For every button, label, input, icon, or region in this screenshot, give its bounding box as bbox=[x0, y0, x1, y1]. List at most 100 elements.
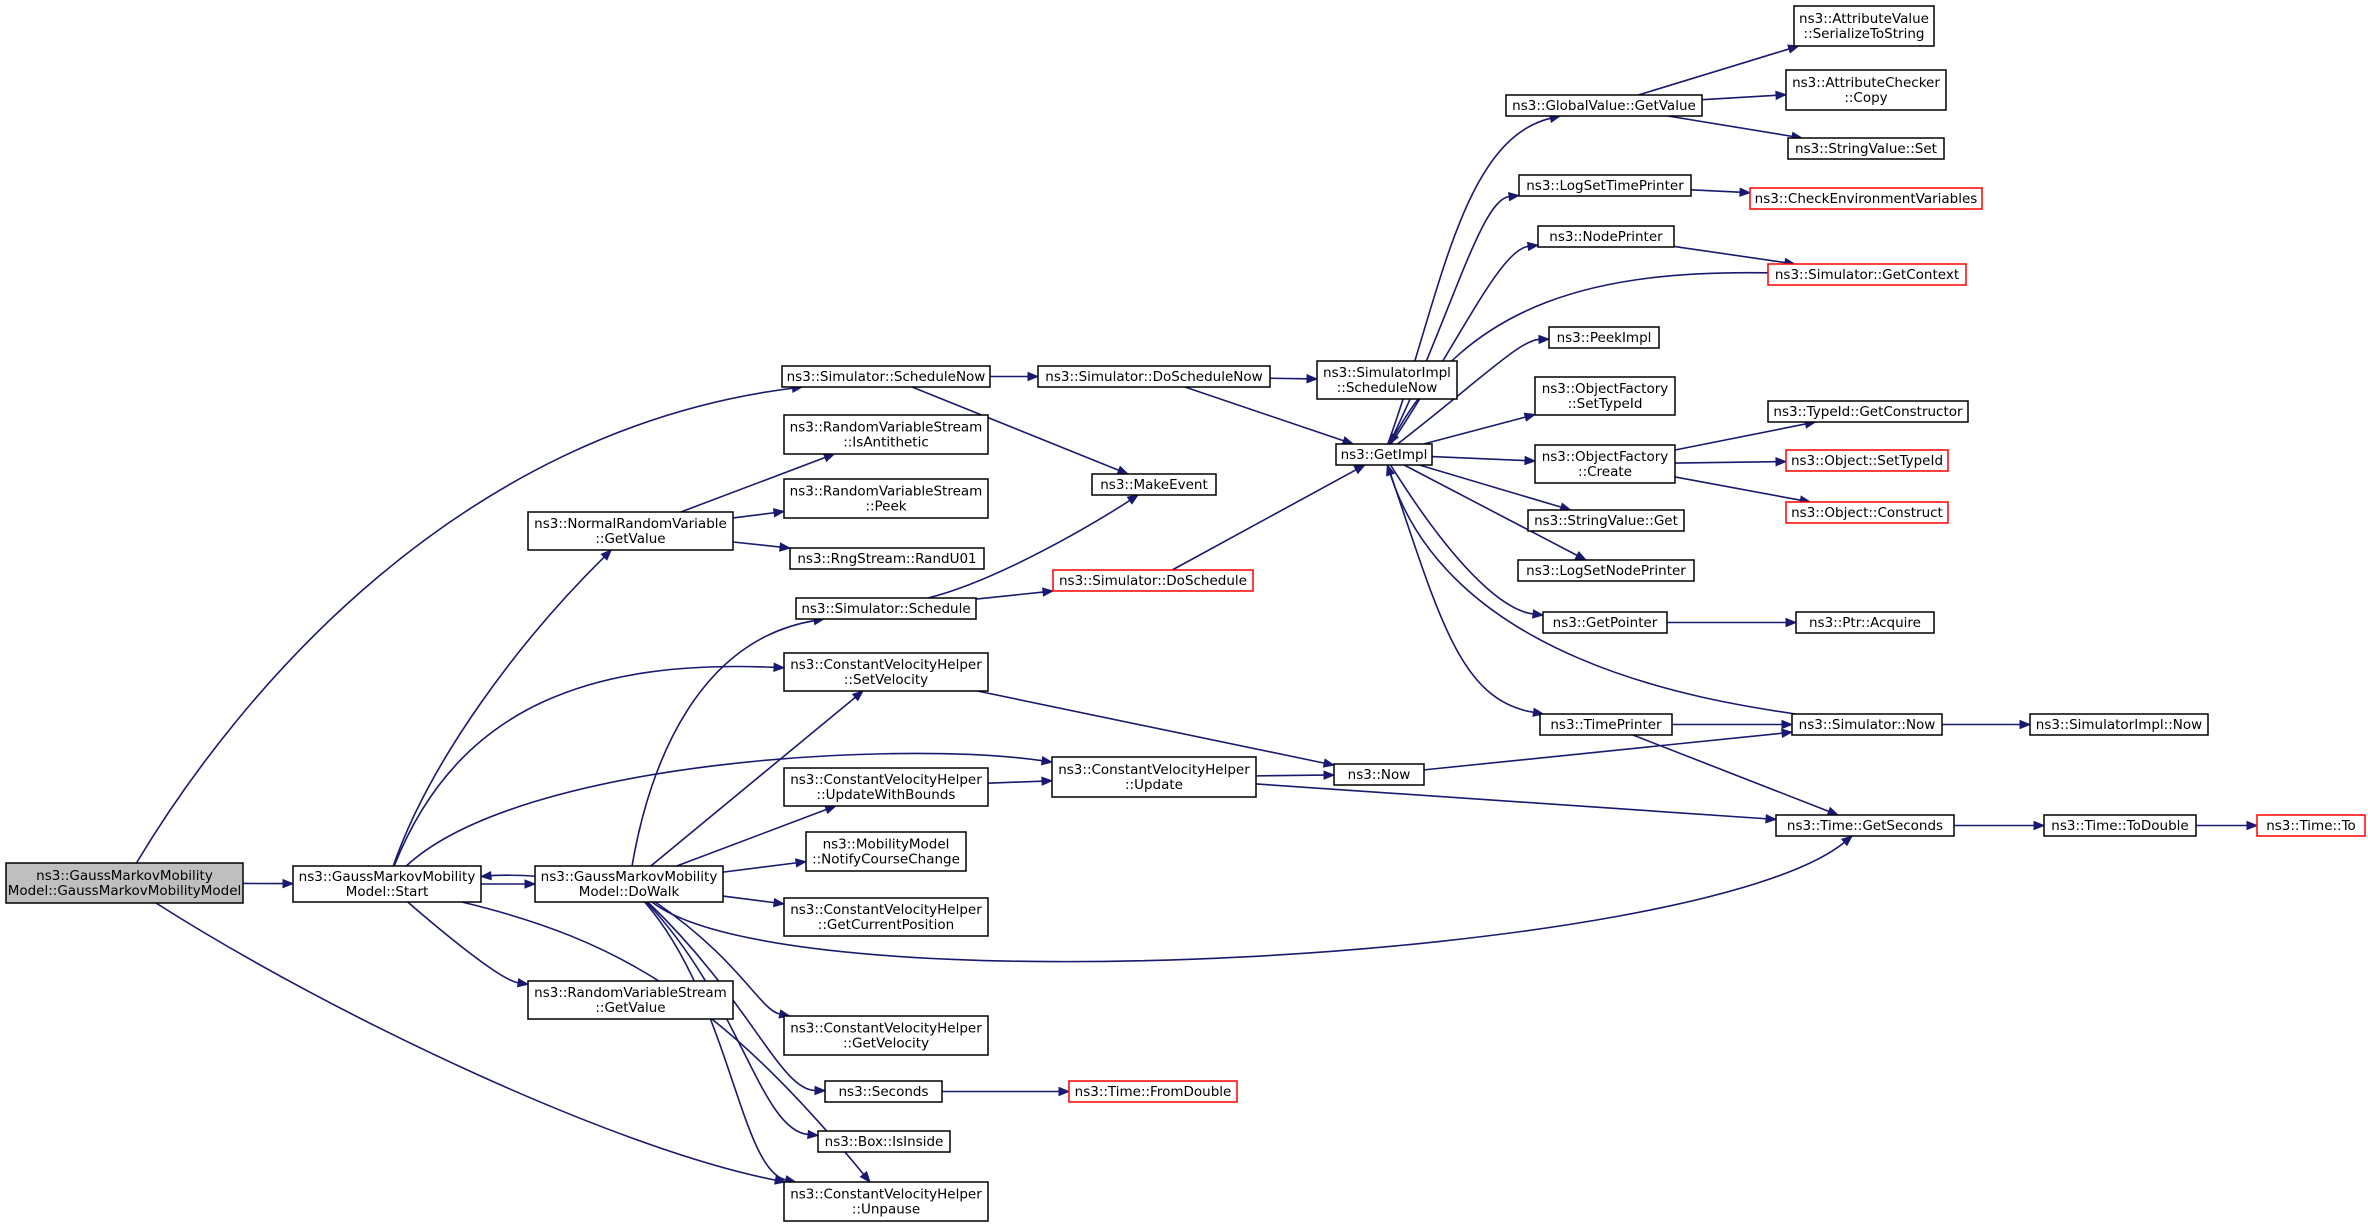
function-node-peekimpl[interactable]: ns3::PeekImpl bbox=[1548, 326, 1660, 349]
node-label: ns3::NodePrinter bbox=[1549, 229, 1663, 245]
function-node-getpointer[interactable]: ns3::GetPointer bbox=[1542, 611, 1668, 634]
node-label: ::SetTypeId bbox=[1568, 396, 1643, 412]
call-edge-getimpl-to-getpointer bbox=[1389, 464, 1545, 619]
call-edge-of_create-to-obj_settypeid bbox=[1674, 456, 1788, 467]
function-node-time_fromdouble[interactable]: ns3::Time::FromDouble bbox=[1068, 1080, 1238, 1103]
function-node-cvh_getpos[interactable]: ns3::ConstantVelocityHelper::GetCurrentP… bbox=[783, 897, 989, 937]
node-label: ns3::ConstantVelocityHelper bbox=[790, 1021, 982, 1037]
call-edge-dowalk-to-cvh_setvel bbox=[650, 690, 865, 867]
node-label: ::Copy bbox=[1844, 90, 1887, 106]
function-node-box_isinside[interactable]: ns3::Box::IsInside bbox=[817, 1130, 951, 1153]
arrowhead-icon bbox=[1040, 755, 1054, 766]
function-node-of_settypeid[interactable]: ns3::ObjectFactory::SetTypeId bbox=[1534, 376, 1676, 416]
function-node-sched_now[interactable]: ns3::Simulator::ScheduleNow bbox=[781, 365, 991, 388]
arrowhead-icon bbox=[1574, 550, 1588, 561]
function-node-makeevent[interactable]: ns3::MakeEvent bbox=[1091, 473, 1217, 496]
edge-line bbox=[1419, 464, 1562, 508]
function-node-sv_get[interactable]: ns3::StringValue::Get bbox=[1527, 509, 1685, 532]
node-label: ns3::Object::Construct bbox=[1791, 505, 1943, 521]
function-node-time_to[interactable]: ns3::Time::To bbox=[2256, 814, 2366, 837]
arrowhead-icon bbox=[1775, 456, 1788, 467]
function-node-time_getseconds[interactable]: ns3::Time::GetSeconds bbox=[1775, 814, 1955, 837]
node-label: ns3::GaussMarkovMobility bbox=[299, 869, 476, 885]
edge-line bbox=[392, 556, 605, 867]
call-edge-dowalk-to-box_isinside bbox=[645, 901, 820, 1140]
function-node-cvh_getvel[interactable]: ns3::ConstantVelocityHelper::GetVelocity bbox=[783, 1015, 989, 1056]
function-node-av_serialize[interactable]: ns3::AttributeValue::SerializeToString bbox=[1793, 5, 1935, 47]
node-label: ns3::StringValue::Set bbox=[1795, 141, 1937, 157]
node-box bbox=[783, 1181, 989, 1222]
function-node-cvh_setvel[interactable]: ns3::ConstantVelocityHelper::SetVelocity bbox=[783, 652, 989, 692]
function-node-sim_now[interactable]: ns3::Simulator::Now bbox=[1791, 713, 1943, 736]
node-label: ::UpdateWithBounds bbox=[817, 787, 956, 803]
arrowhead-icon bbox=[524, 879, 537, 889]
function-node-ptr_acquire[interactable]: ns3::Ptr::Acquire bbox=[1795, 611, 1935, 634]
node-box bbox=[781, 365, 991, 388]
function-node-simimpl_now[interactable]: ns3::SimulatorImpl::Now bbox=[2029, 713, 2209, 736]
node-box bbox=[783, 1015, 989, 1056]
function-node-simimpl_schednow[interactable]: ns3::SimulatorImpl::ScheduleNow bbox=[1316, 360, 1458, 400]
function-node-logsetnodeprinter[interactable]: ns3::LogSetNodePrinter bbox=[1517, 559, 1695, 582]
function-node-cvh_update[interactable]: ns3::ConstantVelocityHelper::Update bbox=[1051, 756, 1257, 798]
function-node-sim_schedule[interactable]: ns3::Simulator::Schedule bbox=[795, 597, 977, 620]
call-edge-sim_schedule-to-sim_dosched bbox=[975, 587, 1055, 600]
edge-line bbox=[1389, 474, 1796, 715]
function-node-cvh_unpause[interactable]: ns3::ConstantVelocityHelper::Unpause bbox=[783, 1181, 989, 1222]
node-label: ::SerializeToString bbox=[1804, 26, 1925, 42]
function-node-rvs_peek[interactable]: ns3::RandomVariableStream::Peek bbox=[783, 478, 989, 519]
function-node-ac_copy[interactable]: ns3::AttributeChecker::Copy bbox=[1785, 69, 1947, 111]
function-node-rvs_getvalue[interactable]: ns3::RandomVariableStream::GetValue bbox=[527, 980, 734, 1020]
arrowhead-icon bbox=[1524, 455, 1537, 466]
function-node-mm_notify[interactable]: ns3::MobilityModel::NotifyCourseChange bbox=[805, 831, 967, 872]
function-node-start[interactable]: ns3::GaussMarkovMobilityModel::Start bbox=[292, 865, 482, 903]
node-label: ::NotifyCourseChange bbox=[812, 852, 960, 868]
call-edge-gv_getvalue-to-ac_copy bbox=[1701, 90, 1788, 101]
node-box bbox=[1316, 360, 1458, 400]
function-node-cvh_updbounds[interactable]: ns3::ConstantVelocityHelper::UpdateWithB… bbox=[783, 767, 989, 807]
arrowhead-icon bbox=[773, 662, 786, 673]
function-node-checkenv[interactable]: ns3::CheckEnvironmentVariables bbox=[1749, 187, 1983, 210]
function-node-ctor[interactable]: ns3::GaussMarkovMobilityModel::GaussMark… bbox=[5, 862, 244, 904]
node-box bbox=[783, 652, 989, 692]
node-label: ns3::GaussMarkovMobility bbox=[36, 868, 213, 884]
call-edge-getpointer-to-ptr_acquire bbox=[1667, 617, 1798, 628]
arrowhead-icon bbox=[1323, 770, 1336, 780]
function-node-timeprinter[interactable]: ns3::TimePrinter bbox=[1539, 713, 1673, 736]
function-node-normal_getvalue[interactable]: ns3::NormalRandomVariable::GetValue bbox=[527, 511, 734, 551]
node-label: ns3::PeekImpl bbox=[1557, 330, 1652, 346]
function-node-obj_settypeid[interactable]: ns3::Object::SetTypeId bbox=[1785, 449, 1949, 472]
call-edge-sim_now-to-getimpl bbox=[1386, 463, 1796, 715]
function-node-typeid_getctor[interactable]: ns3::TypeId::GetConstructor bbox=[1767, 400, 1969, 423]
node-box bbox=[5, 862, 244, 904]
function-node-sv_set[interactable]: ns3::StringValue::Set bbox=[1787, 137, 1945, 160]
function-node-gv_getvalue[interactable]: ns3::GlobalValue::GetValue bbox=[1505, 94, 1703, 117]
edge-line bbox=[722, 895, 775, 904]
node-label: ns3::RandomVariableStream bbox=[790, 420, 983, 436]
edge-line bbox=[987, 780, 1043, 784]
node-box bbox=[1542, 611, 1668, 634]
arrowhead-icon bbox=[824, 805, 837, 815]
edge-line bbox=[1403, 464, 1578, 557]
function-node-logsettimeprinter[interactable]: ns3::LogSetTimePrinter bbox=[1518, 174, 1692, 197]
function-node-getimpl[interactable]: ns3::GetImpl bbox=[1335, 443, 1433, 466]
function-node-obj_construct[interactable]: ns3::Object::Construct bbox=[1785, 501, 1949, 524]
function-node-dowalk[interactable]: ns3::GaussMarkovMobilityModel::DoWalk bbox=[534, 865, 724, 903]
function-node-time_todouble[interactable]: ns3::Time::ToDouble bbox=[2043, 814, 2197, 837]
arrowhead-icon bbox=[282, 878, 295, 889]
function-node-rng_randu01[interactable]: ns3::RngStream::RandU01 bbox=[789, 547, 985, 570]
edge-line bbox=[407, 901, 519, 984]
edge-line bbox=[1269, 377, 1308, 380]
function-node-seconds[interactable]: ns3::Seconds bbox=[824, 1080, 943, 1103]
arrowhead-icon bbox=[1322, 758, 1336, 768]
call-edge-timeprinter-to-sim_now bbox=[1672, 719, 1794, 730]
node-label: ns3::ConstantVelocityHelper bbox=[790, 902, 982, 918]
function-node-of_create[interactable]: ns3::ObjectFactory::Create bbox=[1534, 444, 1676, 484]
function-node-sim_dosched[interactable]: ns3::Simulator::DoSchedule bbox=[1052, 569, 1254, 592]
function-node-sim_getcontext[interactable]: ns3::Simulator::GetContext bbox=[1767, 263, 1967, 286]
node-box bbox=[783, 767, 989, 807]
arrowhead-icon bbox=[1306, 374, 1319, 384]
function-node-now[interactable]: ns3::Now bbox=[1333, 763, 1425, 786]
function-node-rvs_isanti[interactable]: ns3::RandomVariableStream::IsAntithetic bbox=[783, 414, 989, 455]
function-node-nodeprinter[interactable]: ns3::NodePrinter bbox=[1537, 225, 1675, 248]
function-node-sim_doschednow[interactable]: ns3::Simulator::DoScheduleNow bbox=[1037, 365, 1271, 388]
